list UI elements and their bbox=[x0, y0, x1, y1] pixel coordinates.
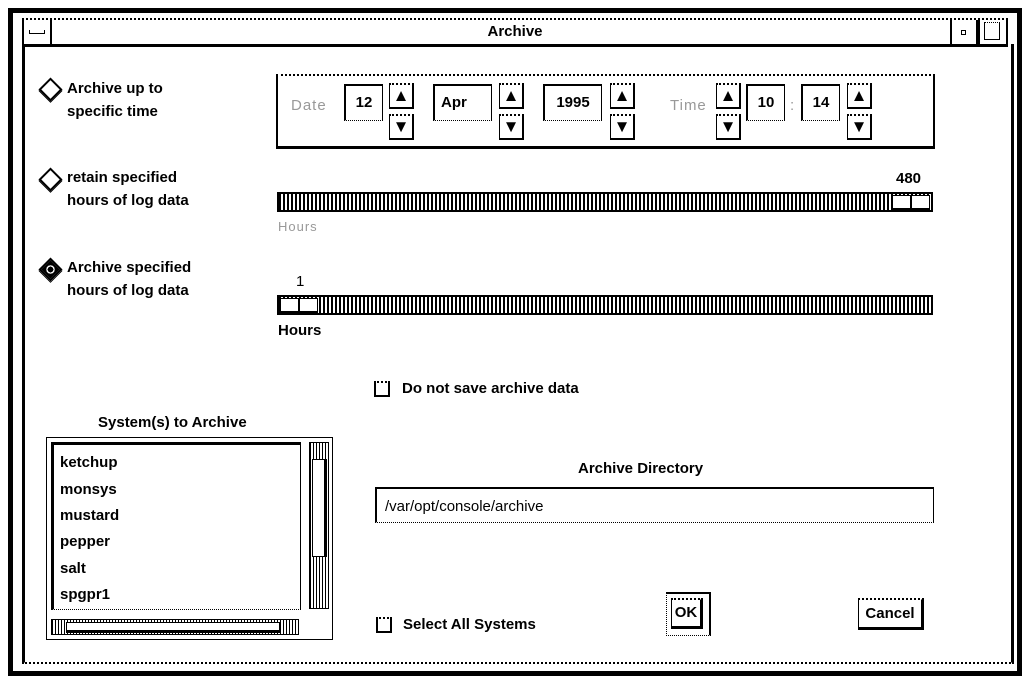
day-down-arrow-icon[interactable]: ▼ bbox=[389, 114, 414, 140]
maximize-button[interactable] bbox=[978, 20, 1008, 44]
list-item[interactable]: mustard bbox=[60, 507, 120, 524]
list-item[interactable]: spgpr1 bbox=[60, 586, 111, 603]
year-field[interactable]: 1995 bbox=[543, 84, 602, 121]
archive-hours-unit: Hours bbox=[278, 322, 322, 339]
scrollbar-thumb[interactable] bbox=[312, 459, 327, 557]
year-down-arrow-icon[interactable]: ▼ bbox=[610, 114, 635, 140]
minimize-icon bbox=[961, 30, 966, 35]
hour-up-arrow-icon[interactable]: ▲ bbox=[716, 83, 741, 109]
list-item[interactable]: pepper bbox=[60, 533, 111, 550]
month-down-arrow-icon[interactable]: ▼ bbox=[499, 114, 524, 140]
directory-input[interactable]: /var/opt/console/archive bbox=[375, 487, 934, 523]
year-up-arrow-icon[interactable]: ▲ bbox=[610, 83, 635, 109]
horizontal-scrollbar[interactable] bbox=[51, 619, 299, 635]
month-up-arrow-icon[interactable]: ▲ bbox=[499, 83, 524, 109]
retain-hours-slider[interactable] bbox=[277, 192, 933, 212]
maximize-icon bbox=[984, 22, 1000, 40]
scrollbar-thumb[interactable] bbox=[66, 622, 280, 633]
no-save-checkbox[interactable] bbox=[374, 381, 390, 397]
list-item[interactable]: monsys bbox=[60, 481, 117, 498]
minute-down-arrow-icon[interactable]: ▼ bbox=[847, 114, 872, 140]
date-label: Date bbox=[291, 97, 327, 114]
window-menu-button[interactable] bbox=[22, 20, 52, 44]
no-save-label: Do not save archive data bbox=[402, 380, 579, 397]
directory-label: Archive Directory bbox=[578, 460, 704, 477]
systems-list: ketchup monsys mustard pepper salt spgpr… bbox=[46, 437, 333, 640]
slider-thumb[interactable] bbox=[280, 298, 318, 313]
time-label: Time bbox=[670, 97, 707, 114]
month-field[interactable]: Apr bbox=[433, 84, 492, 121]
title-bar[interactable]: Archive bbox=[22, 18, 1008, 47]
list-item[interactable]: ketchup bbox=[60, 454, 118, 471]
systems-label: System(s) to Archive bbox=[98, 414, 247, 431]
default-button-ring: OK bbox=[666, 592, 711, 636]
minute-up-arrow-icon[interactable]: ▲ bbox=[847, 83, 872, 109]
day-field[interactable]: 12 bbox=[344, 84, 383, 121]
retain-hours-unit: Hours bbox=[278, 219, 318, 234]
select-all-checkbox[interactable] bbox=[376, 617, 392, 633]
day-up-arrow-icon[interactable]: ▲ bbox=[389, 83, 414, 109]
option-label: retain specified hours of log data bbox=[67, 169, 189, 209]
window-title: Archive bbox=[487, 23, 543, 40]
dialog-body bbox=[22, 44, 1014, 664]
option-label: Archive specified hours of log data bbox=[67, 259, 192, 299]
hour-down-arrow-icon[interactable]: ▼ bbox=[716, 114, 741, 140]
retain-slider-value: 480 bbox=[896, 170, 922, 187]
minimize-button[interactable] bbox=[950, 20, 978, 44]
select-all-label: Select All Systems bbox=[403, 616, 536, 633]
option-label: Archive up to specific time bbox=[67, 80, 163, 120]
menu-icon bbox=[29, 30, 45, 34]
minute-field[interactable]: 14 bbox=[801, 84, 840, 121]
ok-button[interactable]: OK bbox=[671, 598, 703, 629]
slider-thumb[interactable] bbox=[892, 195, 930, 210]
window-frame bbox=[8, 8, 1022, 676]
cancel-button[interactable]: Cancel bbox=[858, 598, 924, 630]
list-item[interactable]: salt bbox=[60, 560, 86, 577]
hour-field[interactable]: 10 bbox=[746, 84, 785, 121]
archive-hours-slider[interactable] bbox=[277, 295, 933, 315]
date-time-group: Date 12 ▲ ▼ Apr ▲ ▼ 1995 ▲ ▼ Time ▲ ▼ 10… bbox=[276, 74, 935, 149]
time-separator: : bbox=[790, 97, 796, 114]
vertical-scrollbar[interactable] bbox=[309, 442, 329, 609]
archive-slider-value: 1 bbox=[296, 273, 305, 290]
systems-listbox[interactable]: ketchup monsys mustard pepper salt spgpr… bbox=[51, 442, 301, 610]
